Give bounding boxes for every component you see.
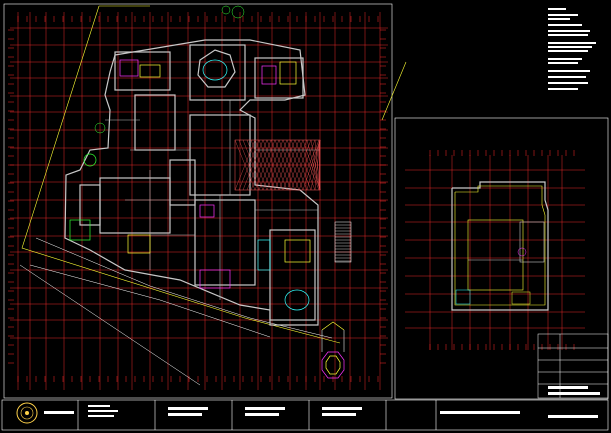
interior-partitions [105, 100, 320, 300]
site-boundary [21, 5, 407, 344]
staircase-icon [334, 221, 352, 263]
dimension-ticks [8, 16, 575, 382]
circular-seal-icon [16, 402, 38, 424]
site-setback-line [19, 237, 333, 386]
hatched-courtyard [234, 139, 321, 191]
title-block [537, 333, 609, 399]
bottom-strip-text-bars [44, 405, 598, 418]
notes-block [548, 8, 596, 90]
landscape-trees [94, 5, 245, 134]
red-grid-lines [10, 12, 585, 390]
bottom-sheet-strip [1, 399, 609, 431]
upper-floor-plan [451, 181, 549, 311]
left-sheet-frame [3, 3, 393, 399]
furniture-layer [69, 59, 311, 311]
octagonal-gazebo-icon [321, 321, 345, 379]
right-sheet-frame [394, 117, 609, 400]
